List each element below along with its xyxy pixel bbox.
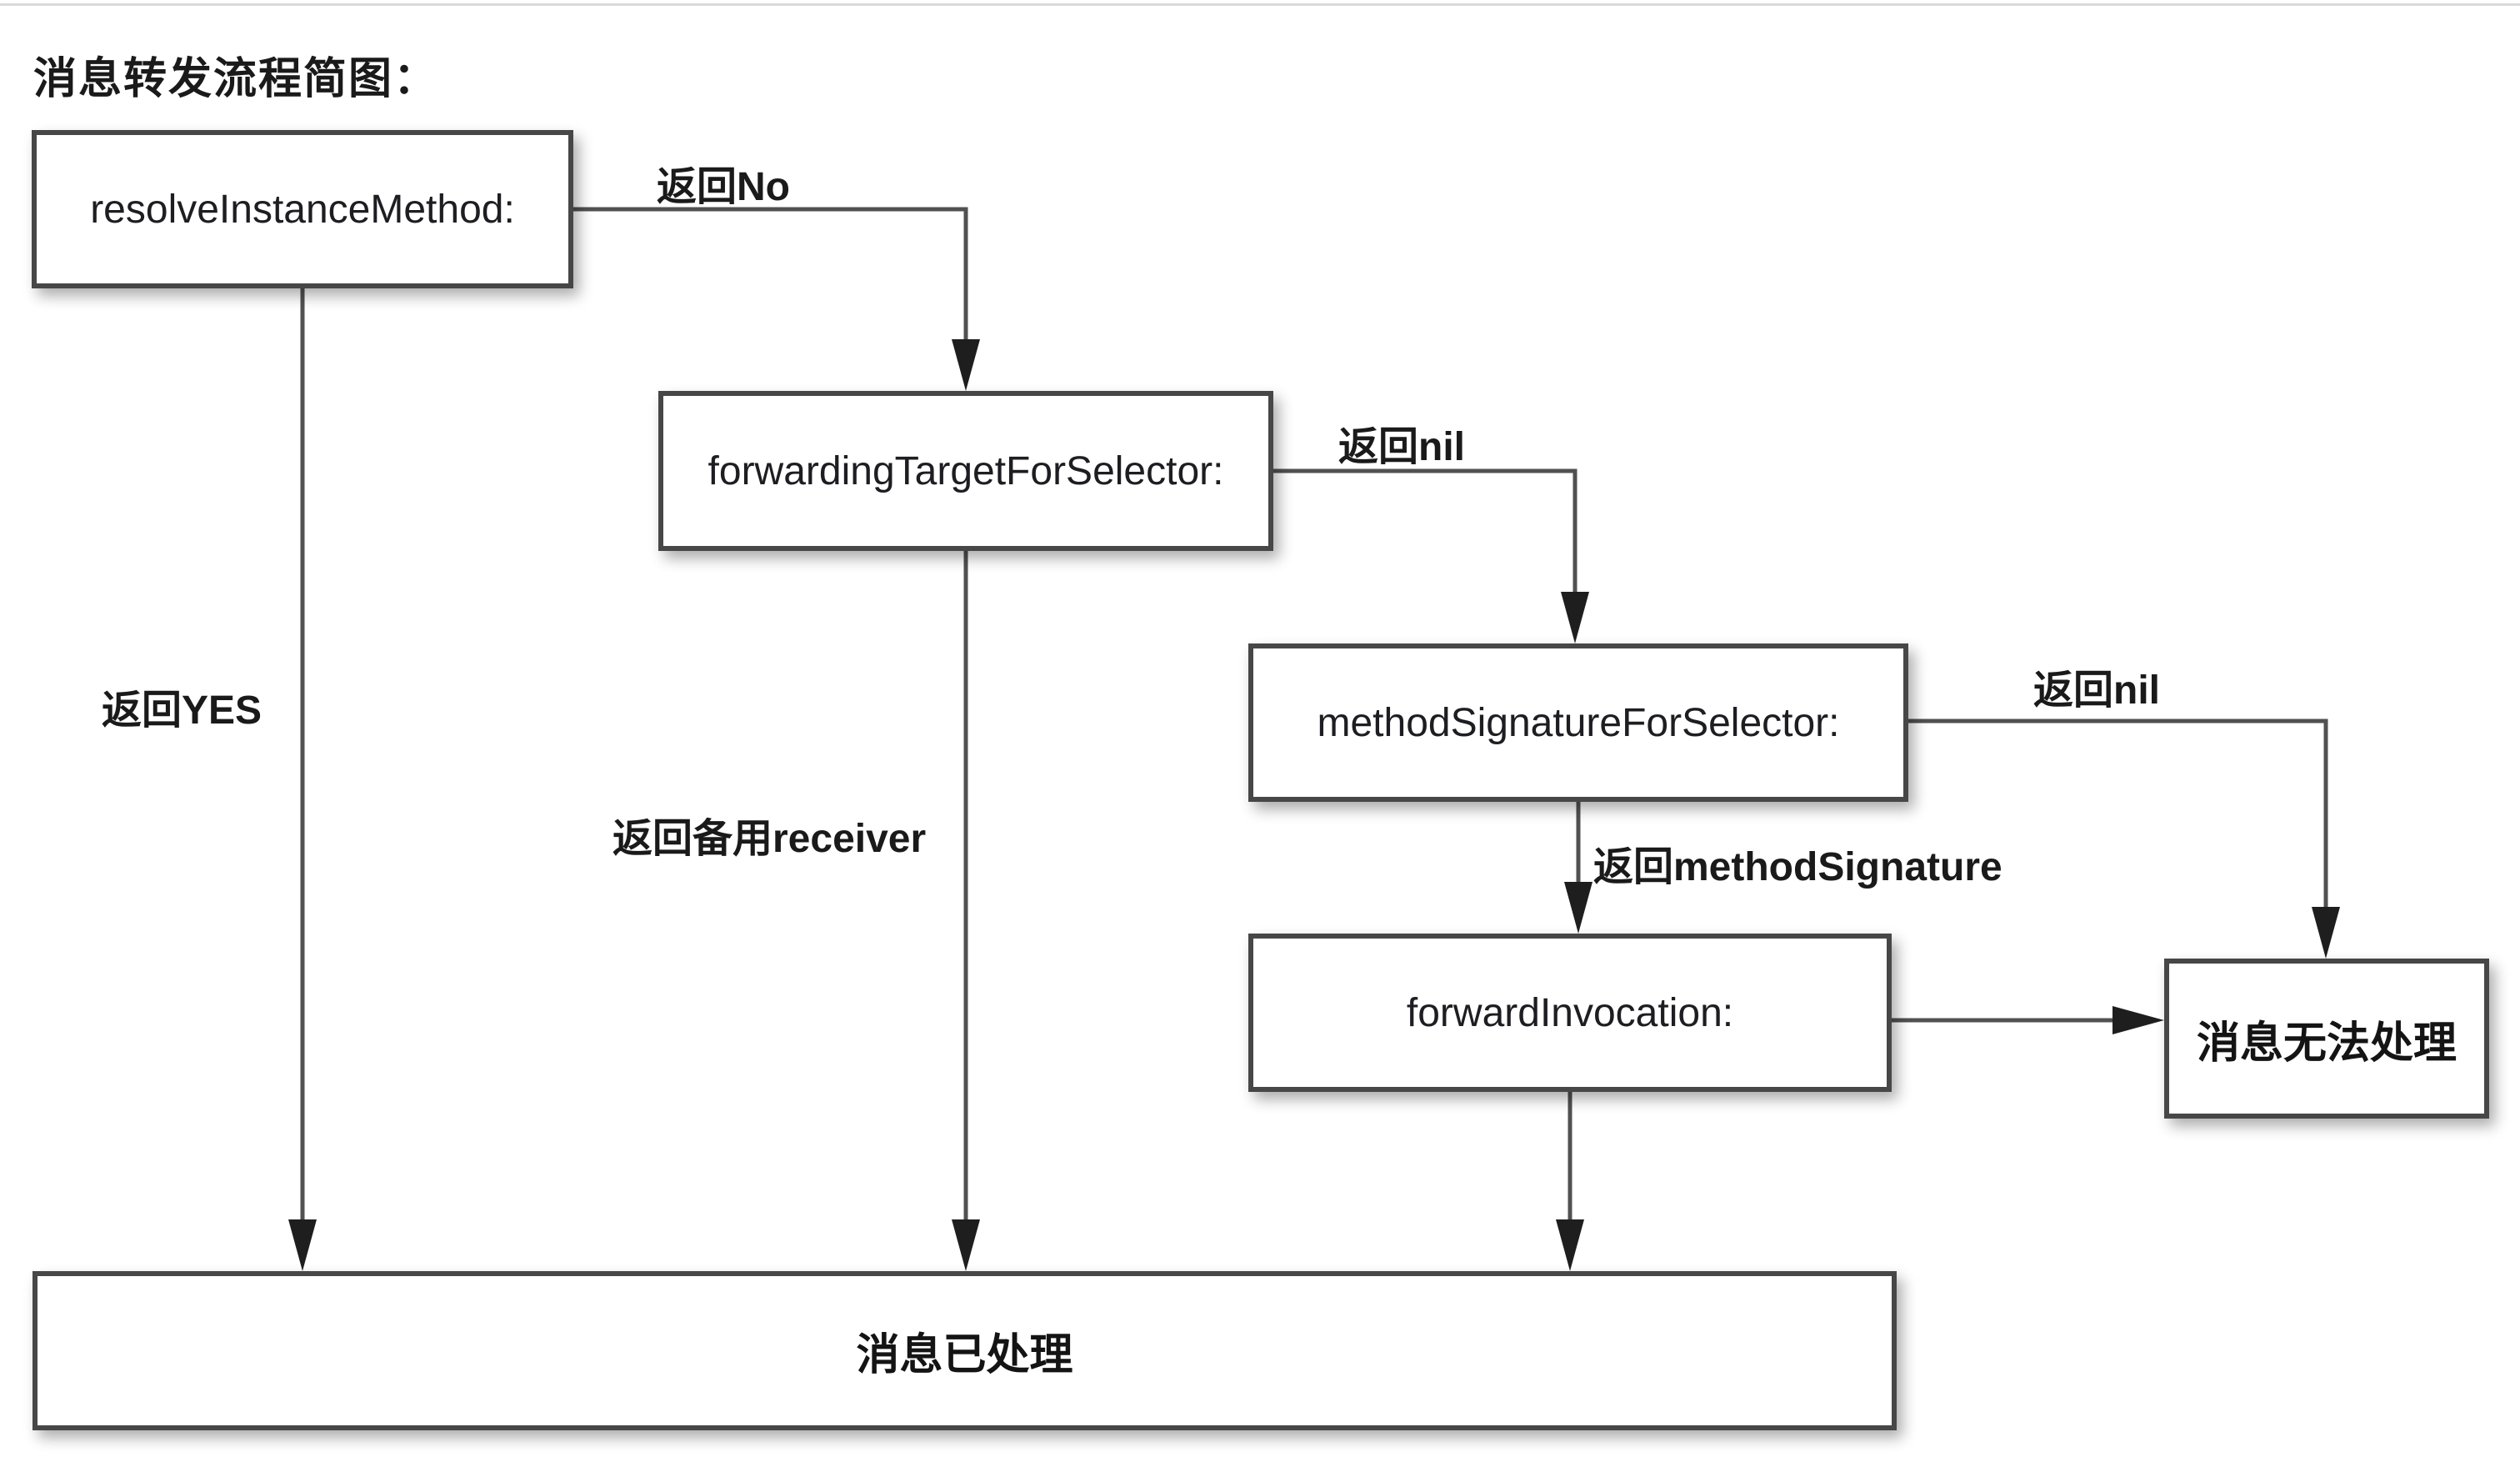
node-forward-invocation: forwardInvocation: <box>1248 934 1892 1092</box>
node-resolve-instance-method: resolveInstanceMethod: <box>32 130 573 288</box>
diagram-title: 消息转发流程简图： <box>33 55 439 103</box>
node-method-signature-for-selector: methodSignatureForSelector: <box>1248 643 1908 802</box>
node-forwarding-target-for-selector-label: forwardingTargetForSelector: <box>708 448 1224 493</box>
edge-label-return-yes: 返回YES <box>102 688 262 733</box>
node-message-handled-label: 消息已处理 <box>856 1331 1073 1379</box>
node-forward-invocation-label: forwardInvocation: <box>1406 990 1734 1035</box>
node-message-unhandled: 消息无法处理 <box>2164 959 2489 1119</box>
node-message-unhandled-label: 消息无法处理 <box>2196 1019 2457 1068</box>
node-resolve-instance-method-label: resolveInstanceMethod: <box>90 187 515 232</box>
edge-forwardingtarget-to-handled <box>952 551 980 1271</box>
edge-label-return-no: 返回No <box>657 165 790 209</box>
edge-methodsignature-to-unhandled <box>1908 718 2340 959</box>
edge-forwardinvocation-to-handled <box>1556 1092 1584 1271</box>
node-method-signature-for-selector-label: methodSignatureForSelector: <box>1317 700 1840 745</box>
edge-forwardingtarget-to-methodsignature <box>1273 468 1589 643</box>
node-message-handled: 消息已处理 <box>32 1271 1897 1430</box>
node-forwarding-target-for-selector: forwardingTargetForSelector: <box>658 391 1273 551</box>
edge-resolve-to-handled <box>288 288 317 1271</box>
edge-label-return-nil-1: 返回nil <box>1338 425 1465 469</box>
top-edge-line <box>0 3 2520 6</box>
edge-label-return-backup-receiver: 返回备用receiver <box>612 817 927 861</box>
edge-label-return-nil-2: 返回nil <box>2033 668 2160 713</box>
edge-methodsignature-to-forwardinvocation <box>1564 802 1592 934</box>
edge-forwardinvocation-to-unhandled <box>1892 1006 2164 1034</box>
edge-label-return-methodsignature: 返回methodSignature <box>1593 845 2002 889</box>
edge-resolve-to-forwardingtarget <box>573 207 980 391</box>
